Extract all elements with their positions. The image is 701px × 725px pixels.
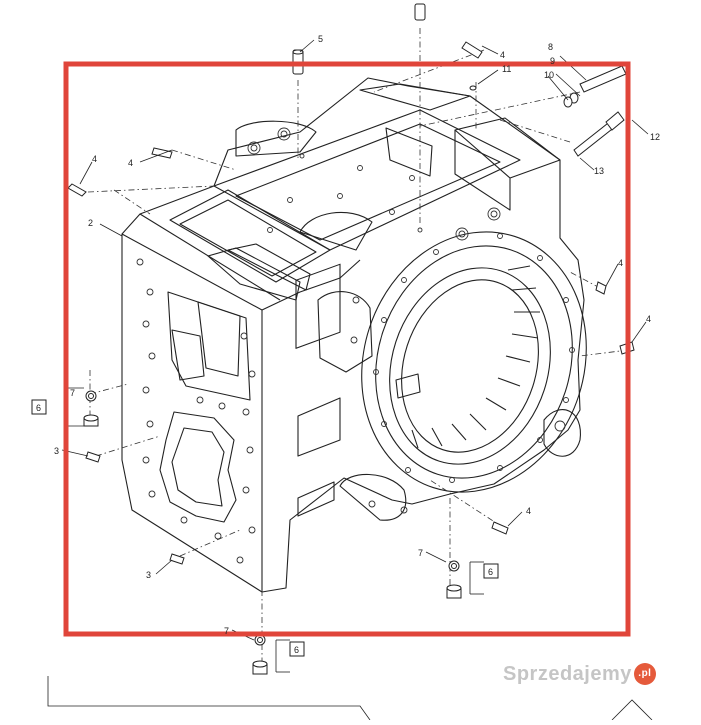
callout-6-right: 6: [488, 567, 493, 577]
watermark-badge: .pl: [633, 663, 656, 685]
callout-4-right-upper: 4: [618, 258, 623, 268]
watermark: Sprzedajemy.pl: [503, 663, 656, 686]
callout-3-left: 3: [54, 446, 59, 456]
callout-4-right: 4: [646, 314, 651, 324]
callout-8: 8: [548, 42, 553, 52]
callout-labels: 5 4 4 4 8 9 10 11 12 13 2 4 4 4 7 3 3 7 …: [31, 34, 660, 657]
callout-4-left-upper: 4: [128, 158, 133, 168]
callout-9: 9: [550, 56, 555, 66]
housing-body: [121, 77, 587, 593]
callout-11: 11: [502, 64, 511, 74]
callout-10: 10: [544, 70, 554, 80]
callout-13: 13: [594, 166, 604, 176]
callout-2: 2: [88, 218, 93, 228]
fasteners: [67, 3, 635, 675]
callout-6-left: 6: [36, 403, 41, 413]
watermark-text: Sprzedajemy: [503, 663, 632, 685]
callout-4-top: 4: [500, 50, 505, 60]
callout-7-bottom: 7: [224, 626, 229, 636]
housing-holes: [136, 127, 575, 564]
callout-4-bottom: 4: [526, 506, 531, 516]
callout-7-right: 7: [418, 548, 423, 558]
callout-5: 5: [318, 34, 323, 44]
callout-3-bottom: 3: [146, 570, 151, 580]
centre-lines: [87, 28, 629, 666]
callout-7-left: 7: [70, 388, 75, 398]
highlight-frame: [63, 61, 631, 637]
callout-6-bottom: 6: [294, 645, 299, 655]
callout-12: 12: [650, 132, 660, 142]
leader-lines: [47, 39, 653, 721]
callout-4-left: 4: [92, 154, 97, 164]
